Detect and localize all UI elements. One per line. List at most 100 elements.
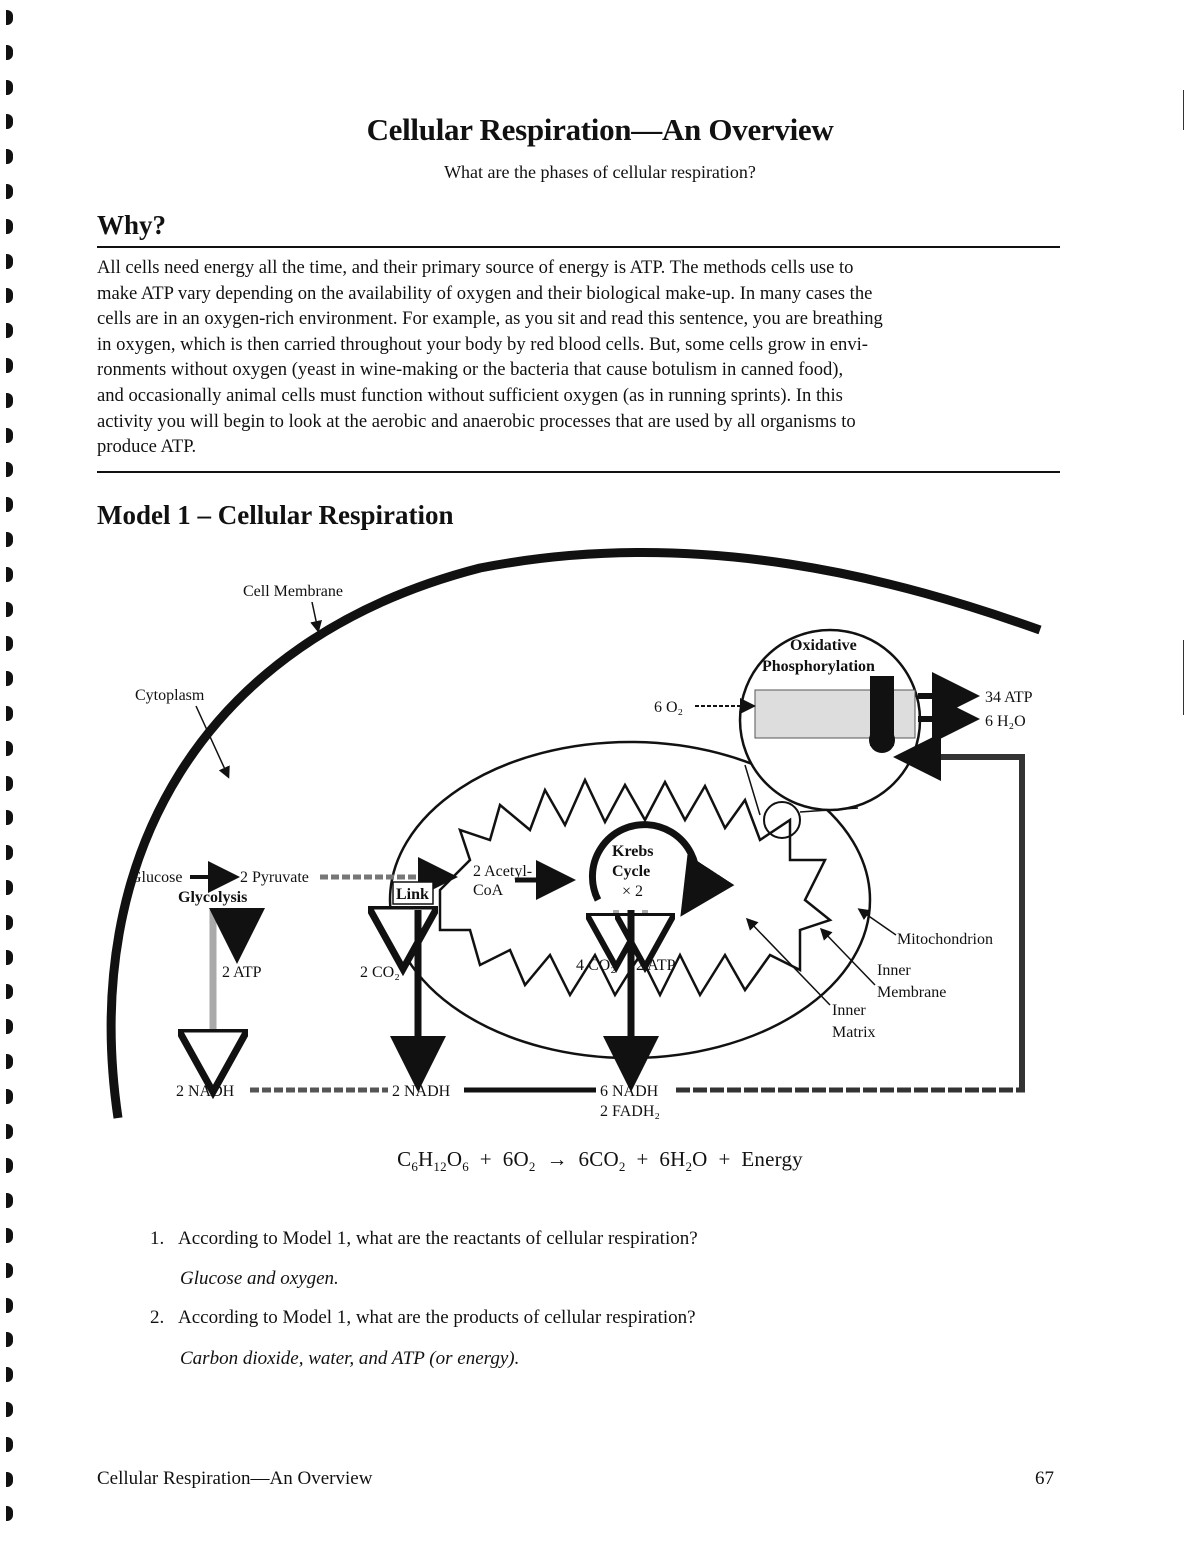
para-line: All cells need energy all the time, and … xyxy=(97,257,854,278)
binding-mark xyxy=(6,1193,13,1209)
mitochondrion-label: Mitochondrion xyxy=(897,931,993,948)
inner-membrane-folds xyxy=(438,777,833,998)
binding-mark xyxy=(6,44,13,60)
nadh-krebs-label: 6 NADH xyxy=(600,1083,659,1100)
question-text: According to Model 1, what are the produ… xyxy=(178,1307,696,1328)
oxidative-label: Phosphorylation xyxy=(762,658,875,675)
krebs-cycle-arc xyxy=(588,821,735,917)
cytoplasm-label: Cytoplasm xyxy=(135,687,205,704)
acetyl-label: 2 Acetyl- xyxy=(473,863,532,880)
binding-mark xyxy=(6,1436,13,1452)
acetyl-label: CoA xyxy=(473,882,504,899)
eq-op: + xyxy=(479,1147,492,1171)
footer-title: Cellular Respiration—An Overview xyxy=(97,1468,373,1489)
binding-mark xyxy=(6,1228,13,1243)
binding-mark xyxy=(6,1332,13,1348)
binding-mark xyxy=(6,1158,13,1174)
binding-mark xyxy=(6,1123,13,1139)
binding-mark xyxy=(6,566,13,582)
binding-mark xyxy=(6,601,13,617)
binding-mark xyxy=(6,706,13,721)
binding-mark xyxy=(6,1054,13,1069)
chemical-equation: C6H12O6 + 6O2 → 6CO2 + 6H2O + Energy xyxy=(0,1147,1200,1175)
scan-edge-mark xyxy=(1183,640,1184,715)
link-box xyxy=(392,881,434,905)
binding-mark xyxy=(6,392,13,408)
binding-mark xyxy=(6,1402,13,1417)
para-line: and occasionally animal cells must funct… xyxy=(97,384,843,406)
eq-sub: 2 xyxy=(528,1159,536,1175)
eq-part: C xyxy=(397,1147,412,1171)
binding-mark xyxy=(6,636,13,652)
eq-sub: 6 xyxy=(462,1159,469,1175)
binding-edge xyxy=(6,10,18,1540)
eq-sub: 2 xyxy=(618,1159,626,1175)
cell-membrane-pointer xyxy=(310,601,322,633)
binding-mark xyxy=(6,671,13,687)
page-title: Cellular Respiration—An Overview xyxy=(366,112,834,147)
para-line: ronments without oxygen (yeast in wine-m… xyxy=(97,359,844,381)
binding-mark xyxy=(6,532,13,547)
binding-mark xyxy=(6,149,13,165)
eq-part: 6O xyxy=(502,1147,529,1171)
eq-op: + xyxy=(636,1147,649,1171)
binding-mark xyxy=(6,949,13,965)
pyruvate-label: 2 Pyruvate xyxy=(240,869,309,886)
binding-mark xyxy=(6,984,13,1000)
para-line: make ATP vary depending on the availabil… xyxy=(97,282,873,304)
inner-membrane-label: Inner xyxy=(877,962,911,979)
krebs-atp-label: 2 ATP xyxy=(636,957,676,974)
question-number: 2. xyxy=(150,1307,165,1328)
krebs-label: × 2 xyxy=(622,883,643,900)
krebs-label: Cycle xyxy=(612,863,650,880)
nadh-glycolysis-label: 2 NADH xyxy=(176,1083,235,1100)
binding-mark xyxy=(6,497,13,513)
para-line: activity you will begin to look at the a… xyxy=(97,410,856,432)
eq-part: O xyxy=(692,1147,708,1171)
glycolysis-atp-label: 2 ATP xyxy=(222,964,262,981)
binding-mark xyxy=(6,427,13,443)
eq-part: 6CO xyxy=(578,1147,619,1171)
binding-mark xyxy=(6,914,13,930)
question-1: 1.According to Model 1, what are the rea… xyxy=(150,1228,698,1250)
h2o-output-label: 6 H₂O xyxy=(985,713,1026,730)
binding-mark xyxy=(6,79,13,95)
question-text: According to Model 1, what are the react… xyxy=(178,1228,698,1249)
answer-1: Glucose and oxygen. xyxy=(180,1268,339,1289)
eq-part: Energy xyxy=(741,1147,803,1171)
zoom-source-circle xyxy=(763,801,801,839)
binding-mark xyxy=(6,462,13,478)
eq-arrow: → xyxy=(546,1147,568,1171)
eq-op: + xyxy=(718,1147,731,1171)
inner-matrix-label: Matrix xyxy=(832,1024,876,1041)
cellular-respiration-diagram: Cell Membrane Cytoplasm Krebs Cycle × 2 … xyxy=(106,548,1042,1120)
fadh2-label: 2 FADH₂ xyxy=(600,1103,660,1120)
link-co2-label: 2 CO₂ xyxy=(360,964,400,981)
eq-sub: 6 xyxy=(411,1159,419,1175)
eq-part: H xyxy=(418,1147,434,1171)
para-line: cells are in an oxygen-rich environment.… xyxy=(97,308,883,330)
why-heading: Why? xyxy=(97,210,167,240)
binding-mark xyxy=(6,1471,13,1487)
inner-membrane-label: Membrane xyxy=(877,984,946,1001)
scan-edge-mark xyxy=(1183,90,1184,130)
divider xyxy=(97,246,1060,248)
nadh-link-label: 2 NADH xyxy=(392,1083,451,1100)
para-line: in oxygen, which is then carried through… xyxy=(97,333,868,355)
model-heading: Model 1 – Cellular Respiration xyxy=(97,500,454,530)
binding-mark xyxy=(6,184,13,199)
binding-mark xyxy=(6,1506,13,1522)
eq-sub: 2 xyxy=(685,1159,693,1175)
binding-mark xyxy=(6,218,13,234)
link-label: Link xyxy=(396,886,429,903)
oxidative-label: Oxidative xyxy=(790,637,857,654)
binding-mark xyxy=(6,1367,13,1383)
binding-mark xyxy=(6,1297,13,1313)
o2-input-label: 6 O₂ xyxy=(654,699,683,716)
cytoplasm-pointer xyxy=(195,705,230,779)
krebs-co2-label: 4 CO₂ xyxy=(576,957,616,974)
question-2: 2. According to Model 1, what are the pro… xyxy=(150,1307,696,1329)
binding-mark xyxy=(6,288,13,304)
page-subtitle: What are the phases of cellular respirat… xyxy=(444,162,756,182)
eq-part: O xyxy=(446,1147,463,1171)
